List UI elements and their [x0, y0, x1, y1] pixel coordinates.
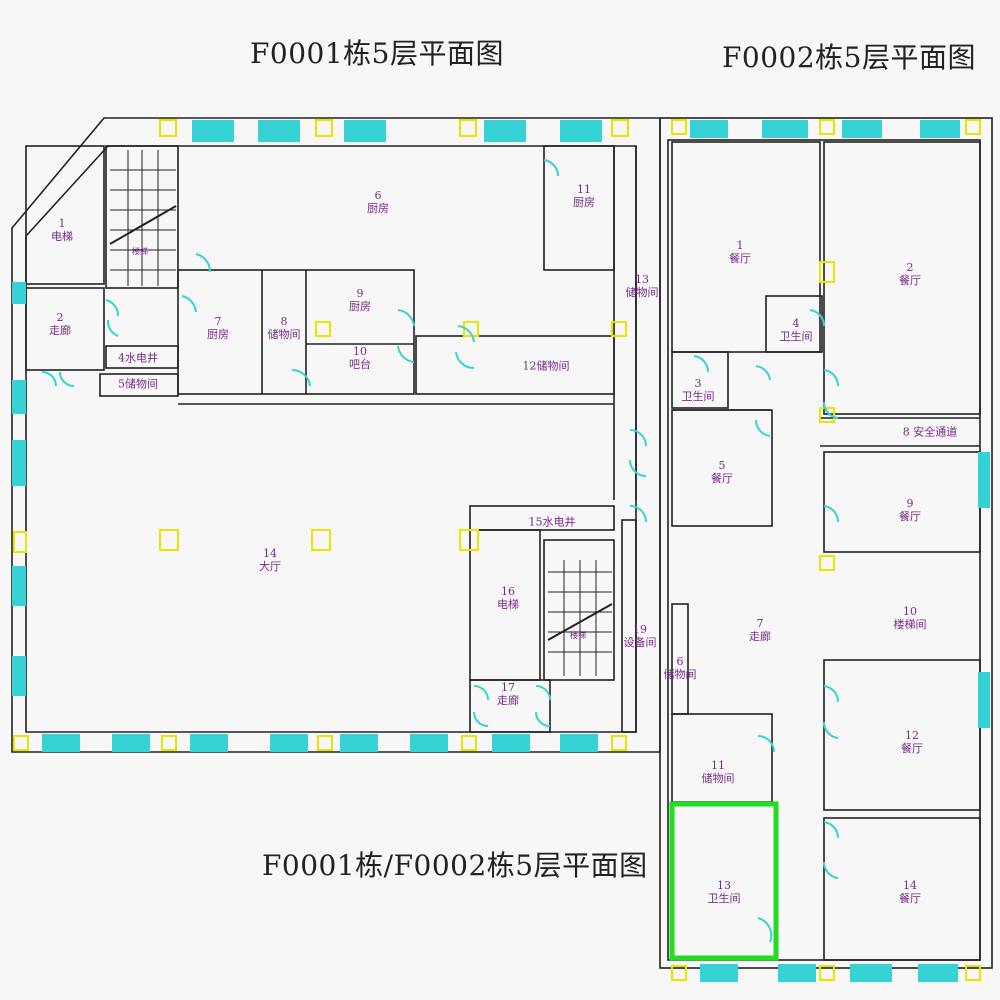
f0002-outer-wall	[659, 117, 993, 969]
title-combined: F0001栋/F0002栋5层平面图	[262, 849, 648, 882]
f0001-stair-wall	[105, 145, 179, 289]
f0001-room-5-label: 5储物间	[118, 377, 158, 391]
title-f0001: F0001栋5层平面图	[250, 37, 505, 70]
selected-room-highlight	[669, 801, 779, 961]
f0001-room-3-label: 楼梯	[132, 247, 148, 257]
f0001-room-18-label: 楼梯	[570, 631, 586, 641]
f0001-room-4-label: 4水电井	[118, 351, 158, 365]
f0001-room-2-wall	[25, 287, 105, 371]
f0001-room-1-wall	[25, 145, 105, 285]
f0001-room-12-label: 12储物间	[522, 359, 570, 373]
f0001-room-15-label: 15水电井	[528, 515, 576, 529]
f0001-outer-wall	[11, 117, 661, 753]
stairs-group	[109, 150, 613, 676]
door-group	[41, 159, 840, 943]
f0002-room-8-label: 8 安全通道	[902, 425, 958, 439]
title-f0002: F0002栋5层平面图	[722, 41, 977, 74]
window-group	[12, 120, 990, 982]
column-group	[13, 119, 981, 981]
